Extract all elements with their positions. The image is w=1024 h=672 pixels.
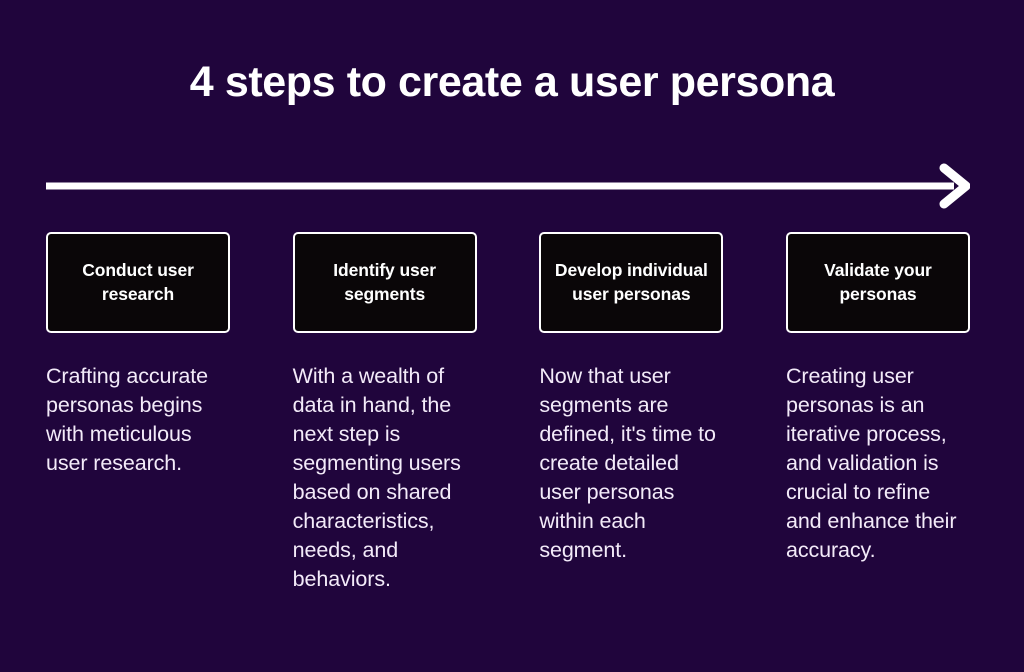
step-box-label-4: Validate your personas — [824, 259, 932, 304]
step-description-4: Creating user personas is an iterative p… — [785, 364, 957, 562]
step-column-3: Develop individual user personas Now tha… — [539, 232, 724, 594]
step-box-label-1: Conduct user research — [82, 259, 194, 304]
steps-row: Conduct user research Crafting accurate … — [46, 232, 970, 594]
step-box-label-2: Identify user segments — [333, 259, 437, 304]
step-box-2[interactable]: Identify user segments — [292, 232, 477, 333]
step-description-3: Now that user segments are defined, it's… — [539, 364, 716, 562]
progress-arrow — [46, 160, 970, 212]
step-box-label-3: Develop individual user personas — [554, 259, 708, 304]
step-box-4[interactable]: Validate your personas — [785, 232, 970, 333]
step-column-2: Identify user segments With a wealth of … — [292, 232, 477, 594]
step-column-4: Validate your personas Creating user per… — [785, 232, 970, 594]
page-title: 4 steps to create a user persona — [189, 58, 835, 106]
step-box-1[interactable]: Conduct user research — [46, 232, 230, 333]
step-column-1: Conduct user research Crafting accurate … — [46, 232, 230, 594]
right-arrow-icon — [46, 163, 970, 209]
step-description-2: With a wealth of data in hand, the next … — [292, 364, 461, 591]
step-description-1: Crafting accurate personas begins with m… — [46, 364, 209, 475]
step-box-3[interactable]: Develop individual user personas — [539, 232, 724, 333]
